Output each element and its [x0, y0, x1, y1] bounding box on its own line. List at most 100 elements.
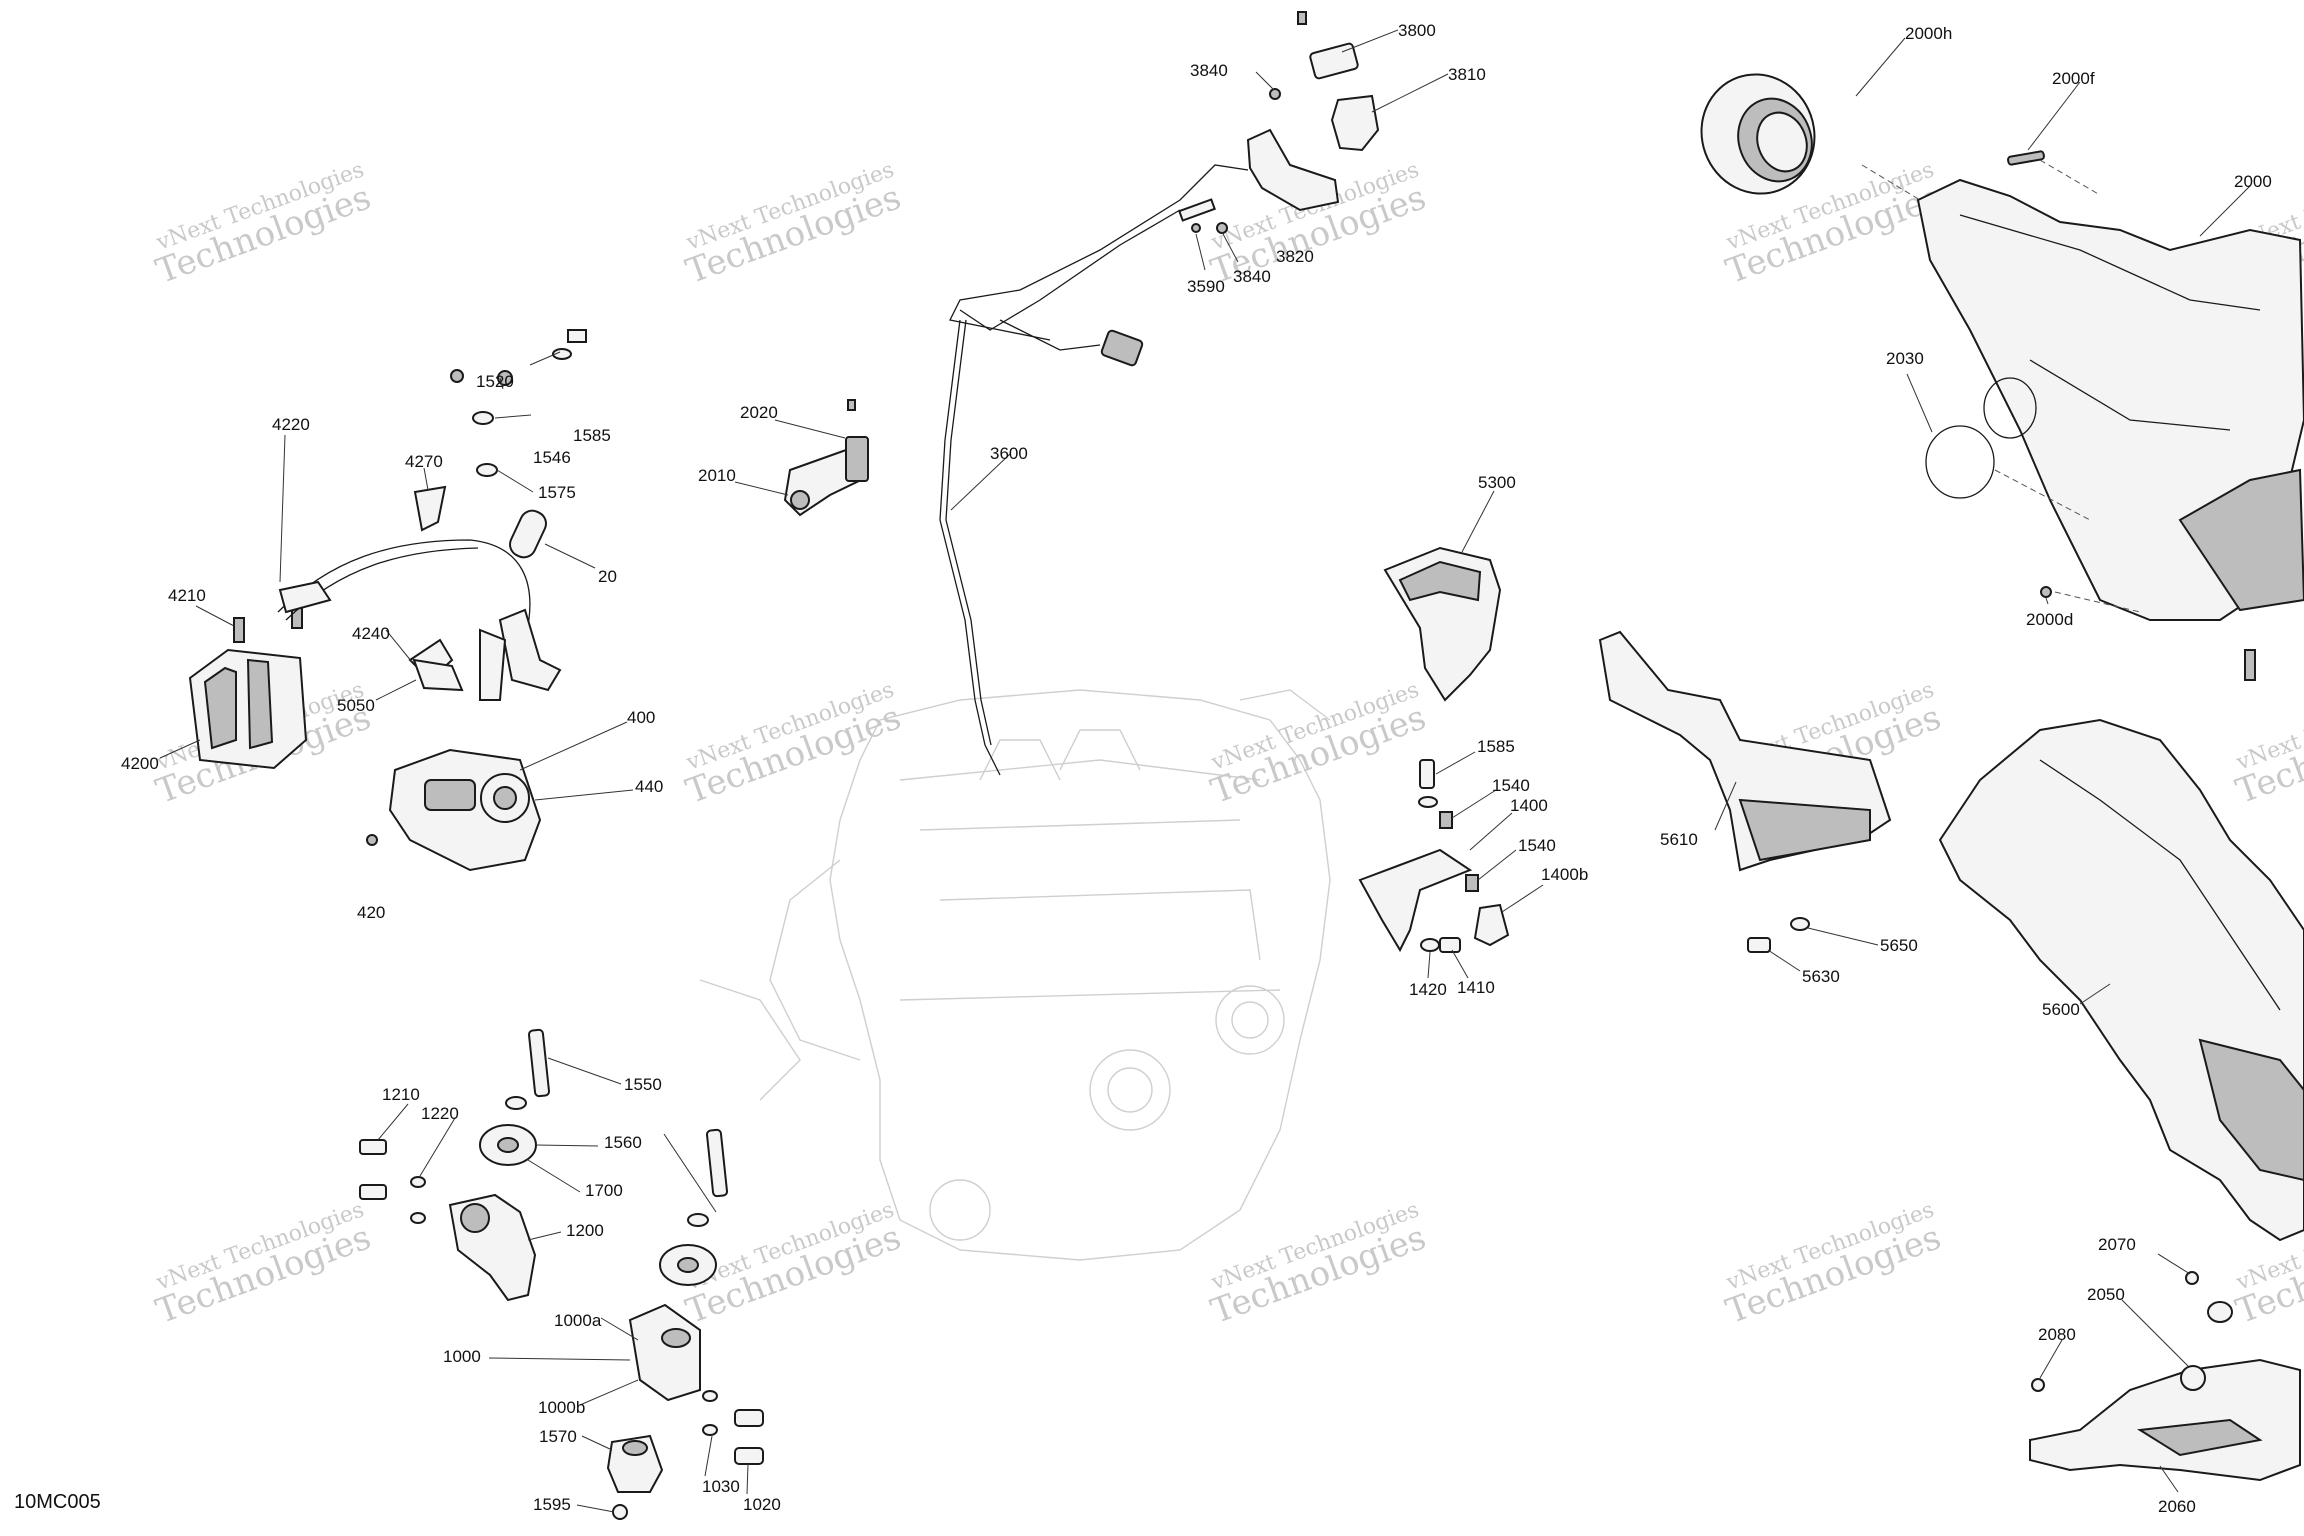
- damper-1400b: [1473, 903, 1510, 947]
- callout-1410: 1410: [1457, 978, 1495, 997]
- screw-3590: [1191, 223, 1201, 233]
- callout-1570: 1570: [539, 1427, 577, 1446]
- washer-5650: [1790, 917, 1810, 931]
- callout-2050: 2050: [2087, 1285, 2125, 1304]
- clamp-2030: [1983, 377, 2037, 439]
- bracket-2060: [2029, 1358, 2301, 1482]
- callout-3820: 3820: [1276, 247, 1314, 266]
- callout-2000: 2000: [2234, 172, 2272, 191]
- engine-ghost-outline: [699, 689, 1331, 1261]
- callout-2000h: 2000h: [1905, 24, 1952, 43]
- callout-1420: 1420: [1409, 980, 1447, 999]
- callout-3600: 3600: [990, 444, 1028, 463]
- washer: [505, 1096, 527, 1110]
- nut-420: [366, 834, 378, 846]
- washer-1220: [410, 1176, 426, 1188]
- guard-assembly: [1598, 630, 2304, 1242]
- washer-1420: [1420, 938, 1440, 952]
- clamp-2030: [1925, 425, 1995, 499]
- callout-1520: 1520: [476, 372, 514, 391]
- bolt-1410: [1439, 937, 1461, 953]
- reference-code: 10MC005: [14, 1491, 101, 1513]
- callout-1000: 1000: [443, 1347, 481, 1366]
- bolt-5630: [1747, 937, 1771, 953]
- callout-2070: 2070: [2098, 1235, 2136, 1254]
- callout-4220: 4220: [272, 415, 310, 434]
- nut-3840: [1269, 88, 1281, 100]
- callout-1585: 1585: [1477, 737, 1515, 756]
- airbox-shade: [2178, 468, 2304, 612]
- bolt-1020: [734, 1409, 764, 1427]
- connector: [1100, 329, 1144, 367]
- washer-1575: [476, 463, 498, 477]
- part-3810: [1330, 94, 1380, 152]
- coil-body: [246, 658, 274, 750]
- bracket-1400-assembly: [1358, 546, 1510, 953]
- cable-4220: [277, 539, 531, 641]
- bolt-1540: [1465, 874, 1479, 892]
- callout-3810: 3810: [1448, 65, 1486, 84]
- nut-3840: [1216, 222, 1228, 234]
- harness-3600: [939, 164, 1249, 776]
- screw-2080: [2031, 1378, 2045, 1392]
- callout-2000d: 2000d: [2026, 610, 2073, 629]
- callout-420: 420: [357, 903, 385, 922]
- screw-4210: [233, 617, 245, 643]
- washer: [1418, 796, 1438, 808]
- nut-2000d: [2040, 586, 2052, 598]
- callout-4270: 4270: [405, 452, 443, 471]
- fasteners-top-left: [450, 329, 587, 477]
- callout-1000a: 1000a: [554, 1311, 602, 1330]
- boot: [479, 628, 507, 701]
- bolt-1585: [1419, 759, 1435, 789]
- callout-1550: 1550: [624, 1075, 662, 1094]
- callout-3840: 3840: [1233, 267, 1271, 286]
- callout-1400: 1400: [1510, 796, 1548, 815]
- coil-pack-assembly: [188, 485, 562, 770]
- bolt-1585: [567, 329, 587, 343]
- bracket-2010: [783, 399, 869, 517]
- callout-2080: 2080: [2038, 1325, 2076, 1344]
- callout-3840: 3840: [1190, 61, 1228, 80]
- callout-1220: 1220: [421, 1104, 459, 1123]
- washer-1030: [702, 1390, 718, 1402]
- bolt-1020: [734, 1447, 764, 1465]
- callout-2010: 2010: [698, 466, 736, 485]
- callout-5300: 5300: [1478, 473, 1516, 492]
- callout-20: 20: [598, 567, 617, 586]
- bolt-1210: [359, 1139, 387, 1155]
- washer-1030: [702, 1424, 718, 1436]
- mount-1000: [628, 1303, 701, 1402]
- callout-440: 440: [635, 777, 663, 796]
- callout-5600: 5600: [2042, 1000, 2080, 1019]
- air-intake-assembly: [1700, 73, 2304, 681]
- callout-2020: 2020: [740, 403, 778, 422]
- callout-2030: 2030: [1886, 349, 1924, 368]
- bolt-1210: [359, 1184, 387, 1200]
- callout-1595: 1595: [533, 1495, 571, 1514]
- callout-5050: 5050: [337, 696, 375, 715]
- callout-1540: 1540: [1518, 836, 1556, 855]
- nut-1520: [497, 370, 513, 386]
- bolt-1550: [705, 1128, 729, 1198]
- callout-2000f: 2000f: [2052, 69, 2095, 88]
- callout-1540: 1540: [1492, 776, 1530, 795]
- callout-1700: 1700: [585, 1181, 623, 1200]
- grommet-2050: [2180, 1365, 2206, 1391]
- screw-3800: [1297, 11, 1307, 25]
- part-4270: [413, 485, 447, 532]
- seal-2000f: [2007, 150, 2045, 166]
- callout-1210: 1210: [382, 1085, 420, 1104]
- callout-1546: 1546: [533, 448, 571, 467]
- cap-4220: [498, 608, 562, 692]
- callout-4200: 4200: [121, 754, 159, 773]
- callout-1575: 1575: [538, 483, 576, 502]
- callout-3590: 3590: [1187, 277, 1225, 296]
